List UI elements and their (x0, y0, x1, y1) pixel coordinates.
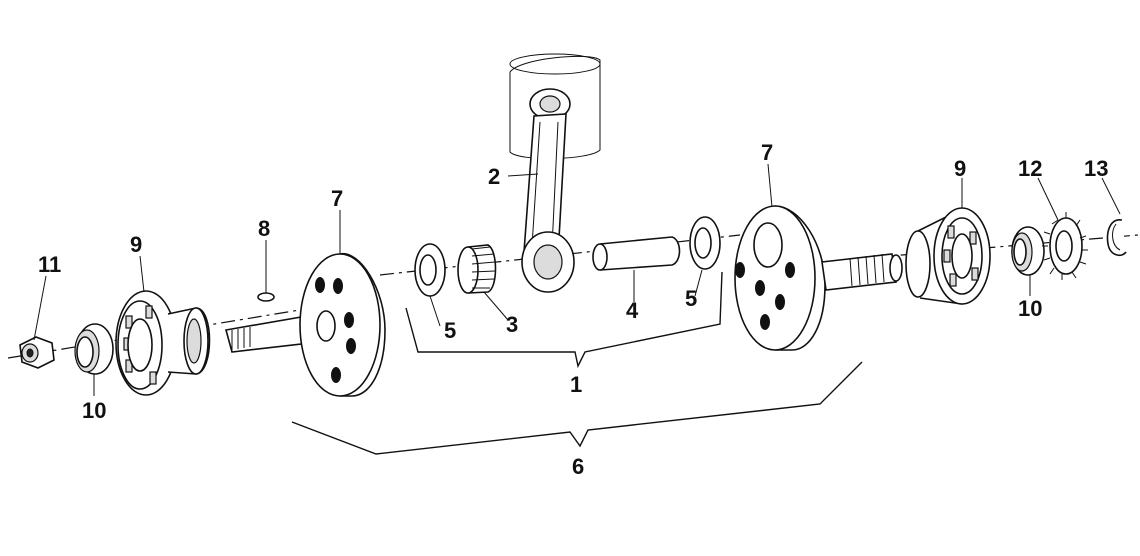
right-shaft-part (821, 253, 903, 291)
label-10-left: 10 (82, 398, 106, 423)
washer-right-part (1011, 226, 1045, 276)
label-10-right: 10 (1018, 296, 1042, 321)
key-part (257, 292, 275, 302)
leader-lines (33, 163, 1121, 396)
thrust-washer-left-part (414, 243, 446, 297)
label-6: 6 (572, 454, 584, 479)
label-7-left: 7 (331, 186, 343, 211)
label-13: 13 (1084, 156, 1108, 181)
label-2: 2 (488, 164, 500, 189)
nut-part (19, 336, 55, 369)
bearing-right-part (905, 207, 991, 305)
circlip-part (1106, 219, 1127, 257)
bearing-left-part (115, 290, 211, 396)
label-3: 3 (506, 312, 518, 337)
label-4: 4 (626, 298, 639, 323)
flywheel-right-part (734, 205, 826, 351)
needle-bearing-part (457, 244, 497, 294)
label-5-left: 5 (444, 318, 456, 343)
washer-left-part (74, 323, 114, 375)
bracket-6 (291, 361, 863, 455)
flywheel-left-part (299, 253, 386, 397)
label-1: 1 (570, 372, 582, 397)
label-12: 12 (1018, 156, 1042, 181)
thrust-washer-right-part (689, 216, 721, 270)
label-9-right: 9 (954, 156, 966, 181)
label-9-left: 9 (130, 232, 142, 257)
bracket-1 (405, 271, 723, 369)
crank-pin-part (592, 236, 681, 271)
label-5-right: 5 (685, 286, 697, 311)
gear-part (1042, 212, 1088, 280)
label-11: 11 (38, 252, 61, 277)
label-7-right: 7 (761, 140, 773, 165)
label-8: 8 (258, 216, 270, 241)
connecting-rod-part (509, 53, 601, 293)
